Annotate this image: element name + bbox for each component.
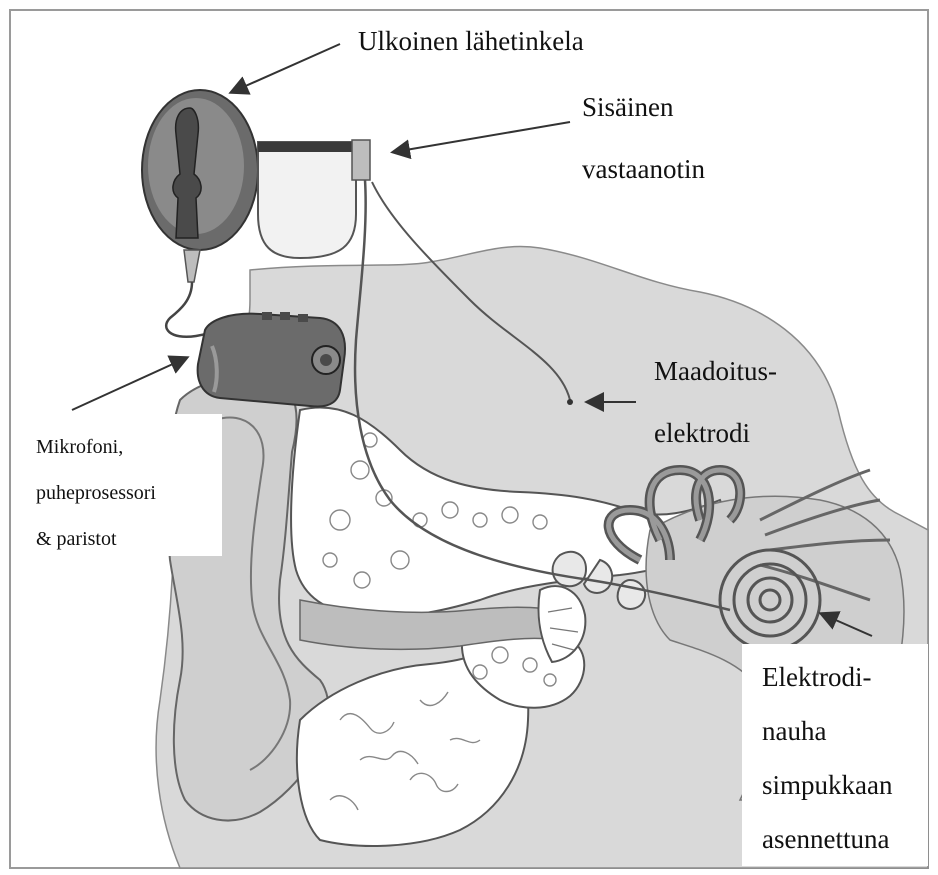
label-internal-receiver-line1: Sisäinen [582,76,705,138]
external-coil-icon [142,90,258,282]
label-electrode-array-line1: Elektrodi- [762,650,892,704]
label-processor: Mikrofoni, puheprosessori & paristot [36,424,156,562]
label-processor-line2: puheprosessori [36,470,156,516]
label-external-coil: Ulkoinen lähetinkela [358,26,584,57]
label-ground-electrode-line2: elektrodi [654,402,777,464]
label-ground-electrode-line1: Maadoitus- [654,340,777,402]
label-processor-line1: Mikrofoni, [36,424,156,470]
label-electrode-array-line3: simpukkaan [762,758,892,812]
label-ground-electrode: Maadoitus- elektrodi [654,340,777,464]
speech-processor-icon [198,312,345,406]
receiver-implant-icon [258,140,370,258]
arrow-external-coil [232,44,340,92]
label-electrode-array: Elektrodi- nauha simpukkaan asennettuna [762,650,892,866]
arrow-internal-receiver [394,122,570,152]
arrow-processor [72,358,186,410]
label-internal-receiver: Sisäinen vastaanotin [582,76,705,200]
label-internal-receiver-line2: vastaanotin [582,138,705,200]
label-electrode-array-line4: asennettuna [762,812,892,866]
label-processor-line3: & paristot [36,516,156,562]
label-electrode-array-line2: nauha [762,704,892,758]
